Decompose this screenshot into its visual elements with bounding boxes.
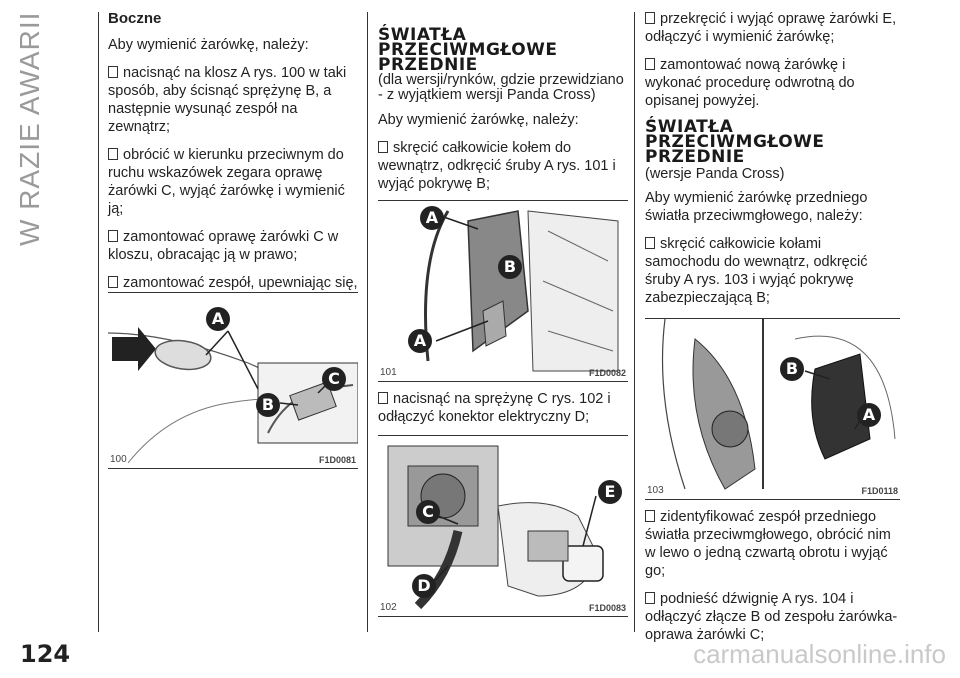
column-divider (634, 12, 635, 632)
intro-text: Aby wymienić żarówkę przedniego światła … (645, 190, 868, 224)
callout-b: B (780, 357, 804, 381)
column-3-continued: zidentyfikować zespół przedniego światła… (645, 508, 900, 654)
section-note: (wersje Panda Cross) (645, 166, 785, 182)
heading-line: ŚWIATŁA (645, 117, 734, 137)
section-heading: Boczne (108, 10, 162, 27)
section-side-title: W RAZIE AWARII (6, 6, 78, 306)
column-3: przekręcić i wyjąć oprawę żarówki E, odł… (645, 10, 900, 317)
step-item: zidentyfikować zespół przedniego światła… (645, 508, 900, 580)
checkbox-bullet-icon (108, 66, 118, 78)
figure-number: 103 (647, 485, 664, 496)
figure-code: F1D0082 (588, 368, 626, 378)
step-text: obrócić w kierunku przeciwnym do ruchu w… (108, 147, 345, 217)
checkbox-bullet-icon (378, 141, 388, 153)
intro-text: Aby wymienić żarówkę, należy: (378, 112, 579, 128)
figure-102: E C D 102 F1D0083 (378, 435, 628, 617)
column-2-continued: nacisnąć na sprężynę C rys. 102 i odłącz… (378, 390, 628, 436)
callout-a: A (408, 329, 432, 353)
checkbox-bullet-icon (108, 148, 118, 160)
callout-d: D (412, 574, 436, 598)
callout-a: A (857, 403, 881, 427)
column-1: Boczne Aby wymienić żarówkę, należy: nac… (108, 10, 358, 338)
checkbox-bullet-icon (645, 237, 655, 249)
callout-a: A (206, 307, 230, 331)
step-text: zamontować oprawę żarówki C w kloszu, ob… (108, 229, 339, 263)
heading-line: ŚWIATŁA (378, 25, 467, 45)
figure-101: A B A 101 F1D0082 (378, 200, 628, 382)
figure-100: A B C 100 F1D0081 (108, 292, 358, 469)
step-text: skręcić całkowicie kołem do wewnątrz, od… (378, 140, 616, 192)
figure-code: F1D0083 (588, 603, 626, 613)
figure-number: 100 (110, 454, 127, 465)
intro-text: Aby wymienić żarówkę, należy: (108, 37, 309, 53)
arrow-icon (112, 327, 156, 371)
step-text: przekręcić i wyjąć oprawę żarówki E, odł… (645, 11, 897, 45)
step-text: nacisnąć na klosz A rys. 100 w taki spos… (108, 65, 347, 135)
callout-c: C (322, 367, 346, 391)
side-light-illustration (108, 327, 358, 464)
section-heading: ŚWIATŁA PRZECIWMGŁOWE PRZEDNIE (645, 117, 900, 167)
heading-line: PRZECIWMGŁOWE (645, 132, 825, 152)
figure-code: F1D0118 (861, 486, 898, 496)
step-text: nacisnąć na sprężynę C rys. 102 i odłącz… (378, 391, 611, 425)
column-divider (367, 12, 368, 632)
step-text: podnieść dźwignię A rys. 104 i odłączyć … (645, 591, 898, 643)
step-item: nacisnąć na sprężynę C rys. 102 i odłącz… (378, 390, 628, 426)
callout-b: B (498, 255, 522, 279)
checkbox-bullet-icon (645, 58, 655, 70)
callout-a: A (420, 206, 444, 230)
wheel-arch-cover-illustration (424, 210, 619, 372)
step-item: obrócić w kierunku przeciwnym do ruchu w… (108, 146, 358, 218)
checkbox-bullet-icon (645, 12, 655, 24)
step-item: podnieść dźwignię A rys. 104 i odłączyć … (645, 590, 900, 644)
page-number: 124 (20, 640, 71, 668)
checkbox-bullet-icon (108, 230, 118, 242)
step-item: nacisnąć na klosz A rys. 100 w taki spos… (108, 64, 358, 136)
checkbox-bullet-icon (108, 276, 118, 288)
section-note: (dla wersji/rynków, gdzie przewidziano -… (378, 72, 624, 103)
figure-number: 102 (380, 602, 397, 613)
checkbox-bullet-icon (645, 510, 655, 522)
checkbox-bullet-icon (378, 392, 388, 404)
watermark: carmanualsonline.info (693, 639, 946, 669)
step-item: skręcić całkowicie kołami samochodu do w… (645, 235, 900, 307)
section-side-title-text: W RAZIE AWARII (14, 11, 45, 246)
figure-103: B A 103 F1D0118 (645, 318, 900, 500)
fog-lamp-connector-illustration (387, 445, 604, 610)
step-text: skręcić całkowicie kołami samochodu do w… (645, 236, 868, 306)
section-heading: ŚWIATŁA PRZECIWMGŁOWE PRZEDNIE (378, 25, 628, 75)
figure-code: F1D0081 (318, 455, 356, 465)
callout-b: B (256, 393, 280, 417)
heading-line: PRZEDNIE (645, 147, 745, 167)
bumper-cover-illustration (661, 319, 896, 490)
callout-e: E (598, 480, 622, 504)
step-item: zamontować oprawę żarówki C w kloszu, ob… (108, 228, 358, 264)
step-item: zamontować nową żarówkę i wykonać proced… (645, 56, 900, 110)
step-item: przekręcić i wyjąć oprawę żarówki E, odł… (645, 10, 900, 46)
step-text: zidentyfikować zespół przedniego światła… (645, 509, 891, 579)
heading-line: PRZECIWMGŁOWE (378, 40, 558, 60)
figure-number: 101 (380, 367, 397, 378)
step-item: skręcić całkowicie kołem do wewnątrz, od… (378, 139, 628, 193)
heading-line: PRZEDNIE (378, 55, 478, 75)
margin-divider (98, 12, 99, 632)
checkbox-bullet-icon (645, 592, 655, 604)
callout-c: C (416, 500, 440, 524)
column-2: ŚWIATŁA PRZECIWMGŁOWE PRZEDNIE (dla wers… (378, 25, 628, 203)
step-text: zamontować nową żarówkę i wykonać proced… (645, 57, 855, 109)
